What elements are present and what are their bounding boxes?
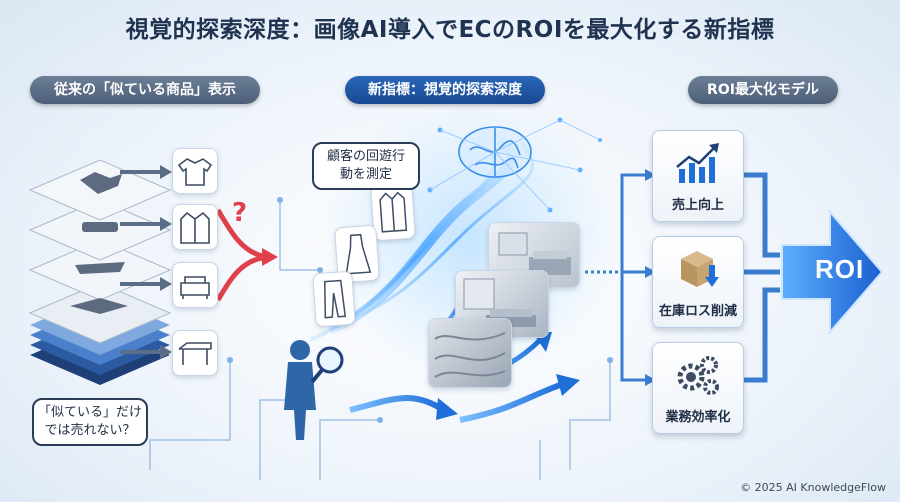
middle-bubble: 顧客の回遊行 動を測定	[312, 142, 420, 190]
roi-card-sales: 売上向上	[652, 130, 744, 222]
coat-icon	[379, 191, 408, 233]
box-down-icon	[681, 251, 719, 287]
roi-card-sales-label: 売上向上	[671, 198, 724, 213]
dress-icon	[345, 233, 372, 275]
product-card-table	[172, 330, 218, 376]
section-label-roi-model: ROI最大化モデル	[688, 76, 838, 104]
product-card-jacket	[172, 204, 218, 250]
product-card-sofa	[172, 262, 218, 308]
section-label-traditional: 従来の「似ている商品」表示	[30, 76, 260, 104]
left-note-bubble: 「似ている」だけ では売れない？	[32, 398, 148, 446]
middle-bubble-line2: 動を測定	[339, 167, 392, 182]
roi-arrow	[781, 209, 884, 335]
network-lines	[429, 119, 601, 211]
clothing-card-dress	[334, 224, 380, 284]
left-arrows	[120, 165, 172, 359]
pants-icon	[324, 279, 347, 319]
shirt-icon	[177, 158, 213, 186]
fabric-photo-card	[428, 318, 512, 388]
sofa-icon	[180, 276, 210, 299]
gears-icon	[677, 356, 719, 395]
middle-bubble-line1: 顧客の回遊行	[326, 149, 405, 164]
red-converge-arrow	[215, 208, 278, 302]
left-note-line2: では売れない？	[44, 423, 136, 438]
growth-chart-icon	[676, 143, 719, 183]
section-label-new-metric: 新指標：視覚的探索深度	[345, 76, 545, 104]
left-note-line1: 「似ている」だけ	[37, 405, 142, 420]
right-connector-heads	[645, 169, 656, 386]
roi-card-efficiency: 業務効率化	[652, 342, 744, 434]
clothing-card-coat	[370, 182, 416, 242]
question-mark: ?	[232, 198, 248, 228]
jacket-icon	[180, 211, 210, 244]
table-icon	[178, 342, 212, 365]
roi-card-inventory: 在庫ロス削減	[652, 236, 744, 328]
analyst-figure	[284, 340, 344, 440]
roi-card-inventory-label: 在庫ロス削減	[658, 304, 737, 319]
roi-arrow-label: ROI	[815, 254, 865, 284]
roi-merge-lines	[742, 172, 780, 383]
clothing-card-pants	[312, 270, 356, 328]
right-connectors	[585, 173, 645, 382]
copyright: © 2025 AI KnowledgeFlow	[740, 481, 886, 494]
fabric-texture-icon	[434, 332, 506, 378]
page-title: 視覚的探索深度：画像AI導入でECのROIを最大化する新指標	[125, 17, 775, 43]
product-card-shirt	[172, 148, 218, 194]
roi-card-efficiency-label: 業務効率化	[665, 410, 731, 425]
